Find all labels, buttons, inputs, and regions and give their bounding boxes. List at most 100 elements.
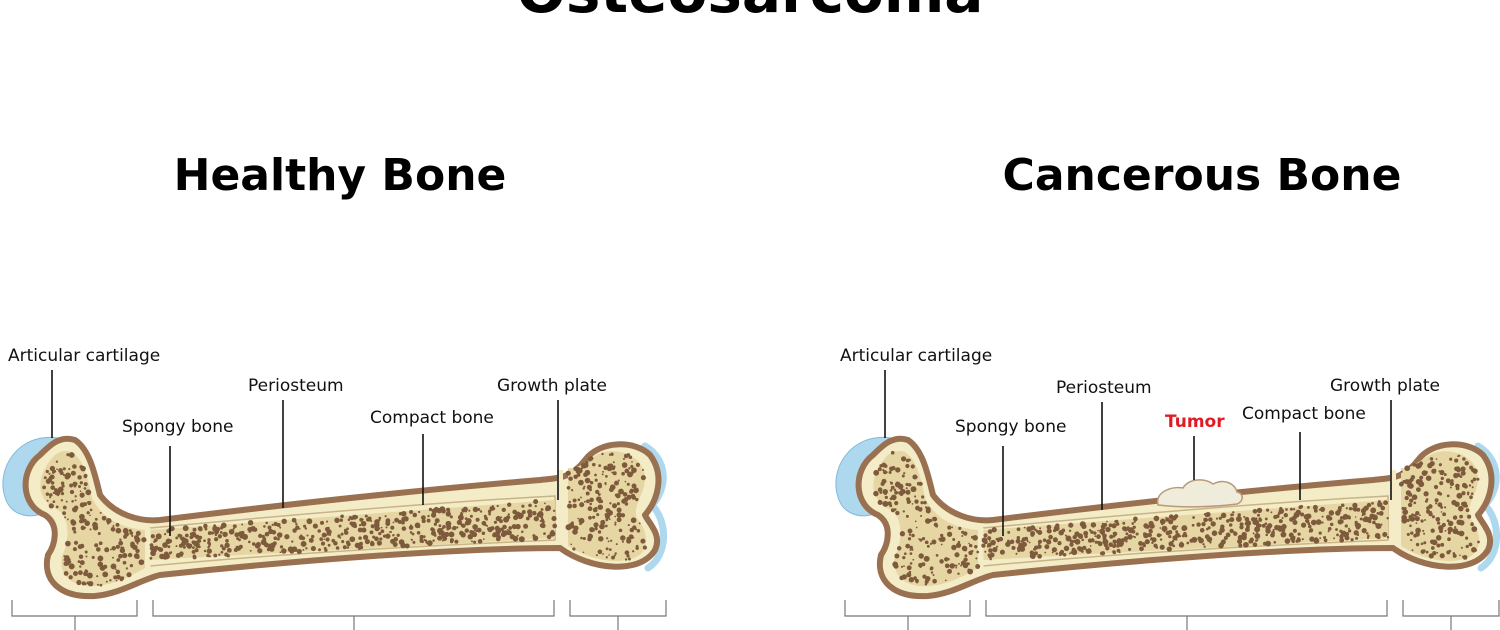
label-articular-cartilage: Articular cartilage (8, 346, 160, 366)
marrow-dot (642, 545, 647, 550)
marrow-dot (921, 495, 925, 499)
marrow-dot (305, 547, 308, 550)
marrow-dot (426, 540, 433, 547)
marrow-dot (203, 549, 207, 553)
marrow-dot (594, 473, 597, 477)
marrow-dot (186, 543, 193, 549)
marrow-dot (464, 528, 470, 533)
marrow-dot (1471, 526, 1478, 532)
bracket-diaphysis-2 (985, 600, 1388, 630)
marrow-dot (1456, 519, 1462, 525)
marrow-dot (1168, 519, 1174, 525)
marrow-dot (418, 510, 421, 514)
marrow-dot (1453, 472, 1459, 479)
marrow-dot (85, 489, 92, 496)
marrow-dot (1239, 525, 1244, 530)
marrow-dot (378, 531, 382, 536)
marrow-dot (122, 552, 128, 559)
marrow-dot (370, 524, 375, 529)
marrow-dot (291, 540, 294, 543)
label-periosteum: Periosteum (248, 376, 344, 396)
marrow-dot (112, 556, 114, 559)
marrow-dot (1011, 545, 1016, 550)
marrow-dot (433, 534, 437, 537)
marrow-dot (516, 534, 519, 537)
marrow-dot (631, 461, 633, 463)
marrow-dot (1166, 546, 1172, 552)
marrow-dot (960, 564, 963, 567)
marrow-dot (1463, 484, 1468, 489)
marrow-dot (392, 521, 395, 524)
marrow-dot (938, 537, 942, 541)
marrow-dot (302, 548, 305, 551)
marrow-dot (432, 539, 435, 542)
marrow-dot (1295, 539, 1299, 543)
marrow-dot (615, 543, 618, 546)
marrow-dot (1171, 539, 1175, 543)
marrow-dot (426, 518, 431, 523)
marrow-dot (614, 480, 619, 486)
marrow-dot (384, 515, 387, 518)
marrow-dot (918, 538, 920, 540)
marrow-dot (126, 572, 132, 578)
marrow-dot (636, 529, 641, 533)
marrow-dot (597, 504, 603, 510)
marrow-dot (396, 533, 400, 537)
marrow-dot (579, 522, 582, 526)
marrow-dot (449, 515, 453, 519)
marrow-dot (1135, 532, 1139, 536)
marrow-dot (592, 507, 598, 513)
marrow-dot (1156, 533, 1161, 538)
marrow-dot (586, 484, 592, 490)
marrow-dot (570, 488, 574, 492)
marrow-dot (1429, 510, 1432, 513)
cancerous-labels: Articular cartilage Spongy bone Perioste… (840, 346, 1440, 536)
marrow-dot (461, 523, 466, 528)
marrow-dot (976, 550, 980, 554)
marrow-dot (1273, 514, 1278, 520)
marrow-dot (1465, 536, 1469, 540)
marrow-dot (1220, 524, 1225, 529)
marrow-dot (81, 525, 84, 529)
marrow-dot (163, 551, 169, 557)
marrow-dot (380, 526, 383, 529)
marrow-dot (589, 502, 593, 506)
marrow-dot (210, 531, 215, 535)
marrow-dot (572, 503, 577, 509)
marrow-dot (385, 526, 388, 529)
marrow-dot (417, 525, 421, 528)
marrow-dot (261, 534, 265, 539)
marrow-dot (1337, 508, 1342, 513)
marrow-dot (60, 499, 64, 502)
marrow-dot (115, 569, 121, 575)
cancerous-bone-illustration (835, 435, 1500, 600)
marrow-dot (99, 583, 103, 587)
marrow-dot (600, 519, 606, 525)
marrow-dot (1439, 529, 1443, 534)
marrow-dot (444, 531, 450, 537)
marrow-dot (889, 504, 893, 508)
marrow-dot (935, 554, 939, 557)
marrow-dot (592, 462, 596, 467)
marrow-dot (378, 516, 382, 520)
marrow-dot (392, 534, 395, 537)
marrow-dot (1446, 519, 1450, 523)
marrow-dot (1101, 533, 1104, 536)
marrow-dot (306, 518, 313, 525)
marrow-dot (111, 546, 116, 551)
marrow-dot (580, 536, 583, 540)
marrow-dot (403, 516, 409, 522)
marrow-dot (552, 523, 558, 529)
marrow-dot (511, 524, 517, 530)
marrow-dot (1361, 528, 1367, 534)
marrow-dot (1270, 511, 1273, 514)
marrow-dot (1414, 516, 1420, 522)
marrow-dot (127, 552, 133, 558)
marrow-dot (1350, 538, 1354, 542)
marrow-dot (1454, 458, 1459, 463)
marrow-dot (1362, 517, 1368, 522)
marrow-dot (924, 540, 929, 545)
marrow-dot (1464, 461, 1469, 466)
marrow-dot (614, 515, 617, 518)
label-compact-bone: Compact bone (370, 408, 494, 428)
